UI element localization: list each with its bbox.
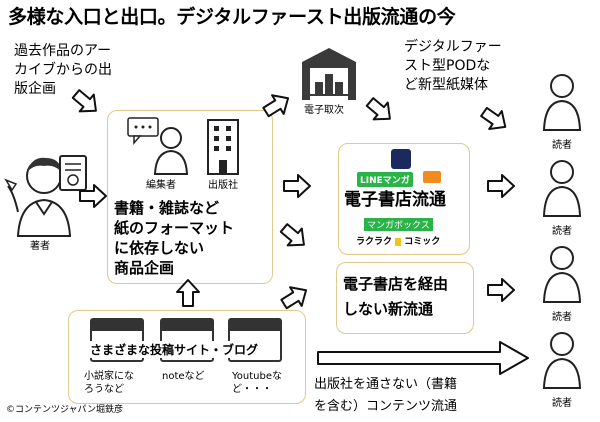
comic-logo-icon xyxy=(423,171,441,183)
editor-label: 編集者 xyxy=(146,180,176,191)
archive-note-line: カイブからの出 xyxy=(14,62,112,78)
direct-flow-text: 出版社を通さない（書籍 を含む）コンテンツ流通 xyxy=(314,374,457,418)
ebook-agency-label: 電子取次 xyxy=(304,105,344,116)
new-flow-text-line: 電子書店を経由 xyxy=(343,275,449,293)
line-manga-logo: LINEマンガ xyxy=(357,172,413,187)
digital-first-note-line: デジタルファー xyxy=(404,39,502,55)
site-item-line: Youtubeな xyxy=(232,371,282,382)
archive-note: 過去作品のアー カイブからの出 版企画 xyxy=(14,42,112,99)
posting-sites-text: さまざまな投稿サイト・ブログ xyxy=(88,341,261,358)
arrow-agency-to-store xyxy=(361,92,398,129)
reader-icon xyxy=(542,332,582,389)
arrow-sites-to-newflow xyxy=(277,279,313,315)
archive-note-line: 版企画 xyxy=(14,81,56,97)
reader-label: 読者 xyxy=(552,140,572,151)
reader-label: 読者 xyxy=(552,226,572,237)
planning-text-line: に依存しない xyxy=(114,239,205,257)
digital-first-note-line: ど新型紙媒体 xyxy=(404,77,488,93)
archive-note-line: 過去作品のアー xyxy=(14,43,112,59)
arrow-store-to-reader xyxy=(487,174,515,198)
planning-text: 書籍・雑誌など 紙のフォーマット に依存しない 商品企画 xyxy=(114,198,234,278)
author-label: 著者 xyxy=(30,241,50,252)
planning-text-line: 紙のフォーマット xyxy=(114,219,235,237)
publisher-building-icon xyxy=(207,119,239,175)
manga-box-logo: マンガボックス xyxy=(364,218,433,231)
warehouse-icon xyxy=(302,48,356,100)
direct-flow-line: を含む）コンテンツ流通 xyxy=(314,399,458,414)
new-flow-text-line: しない新流通 xyxy=(343,300,434,318)
planning-text-line: 書籍・雑誌など xyxy=(114,199,220,217)
site-item-line: noteなど xyxy=(162,371,205,382)
copyright: ©コンテンツジャパン堀鉄彦 xyxy=(6,405,124,415)
publisher-label: 出版社 xyxy=(208,180,238,191)
arrow-note-to-reader xyxy=(476,101,513,137)
planning-text-line: 商品企画 xyxy=(114,259,175,277)
site-item-narou: 小説家にな ろうなど xyxy=(84,370,134,396)
arrow-author-to-planning xyxy=(79,184,107,208)
site-item-line: ど・・・ xyxy=(232,384,272,395)
arrow-planning-to-store xyxy=(283,174,311,198)
digital-first-note: デジタルファー スト型PODな ど新型紙媒体 xyxy=(404,38,502,95)
rakuraku-comic-logo: ラクラク コミック xyxy=(356,234,440,247)
author-icon xyxy=(4,155,87,237)
editor-icon xyxy=(127,117,189,175)
app-logo-icon xyxy=(391,149,411,169)
site-item-note: noteなど xyxy=(162,370,205,383)
reader-label: 読者 xyxy=(552,398,572,409)
direct-flow-line: 出版社を通さない（書籍 xyxy=(314,377,458,392)
reader-label: 読者 xyxy=(552,312,572,323)
arrow-archive-to-planning xyxy=(67,84,104,121)
rakuraku-mark-icon xyxy=(395,237,402,246)
reader-icon xyxy=(542,74,582,131)
arrow-newflow-to-reader xyxy=(487,278,515,302)
site-item-line: 小説家にな xyxy=(84,371,134,382)
reader-icon xyxy=(542,246,582,303)
new-flow-box xyxy=(336,262,474,334)
reader-icon xyxy=(542,160,582,217)
page-title: 多様な入口と出口。デジタルファースト出版流通の今 xyxy=(8,6,456,28)
site-item-line: ろうなど xyxy=(84,384,124,395)
arrow-planning-to-newflow xyxy=(275,218,312,255)
site-item-youtube: Youtubeな ど・・・ xyxy=(232,370,282,396)
arrow-planning-to-agency xyxy=(259,87,295,123)
comic-text: コミック xyxy=(404,237,441,247)
digital-first-note-line: スト型PODな xyxy=(404,58,491,74)
arrow-direct-to-reader xyxy=(317,341,529,375)
rakuraku-text: ラクラク xyxy=(356,237,393,247)
new-flow-text: 電子書店を経由 しない新流通 xyxy=(343,272,448,322)
arrow-sites-to-planning xyxy=(176,279,200,307)
ebook-store-text: 電子書店流通 xyxy=(344,190,446,210)
